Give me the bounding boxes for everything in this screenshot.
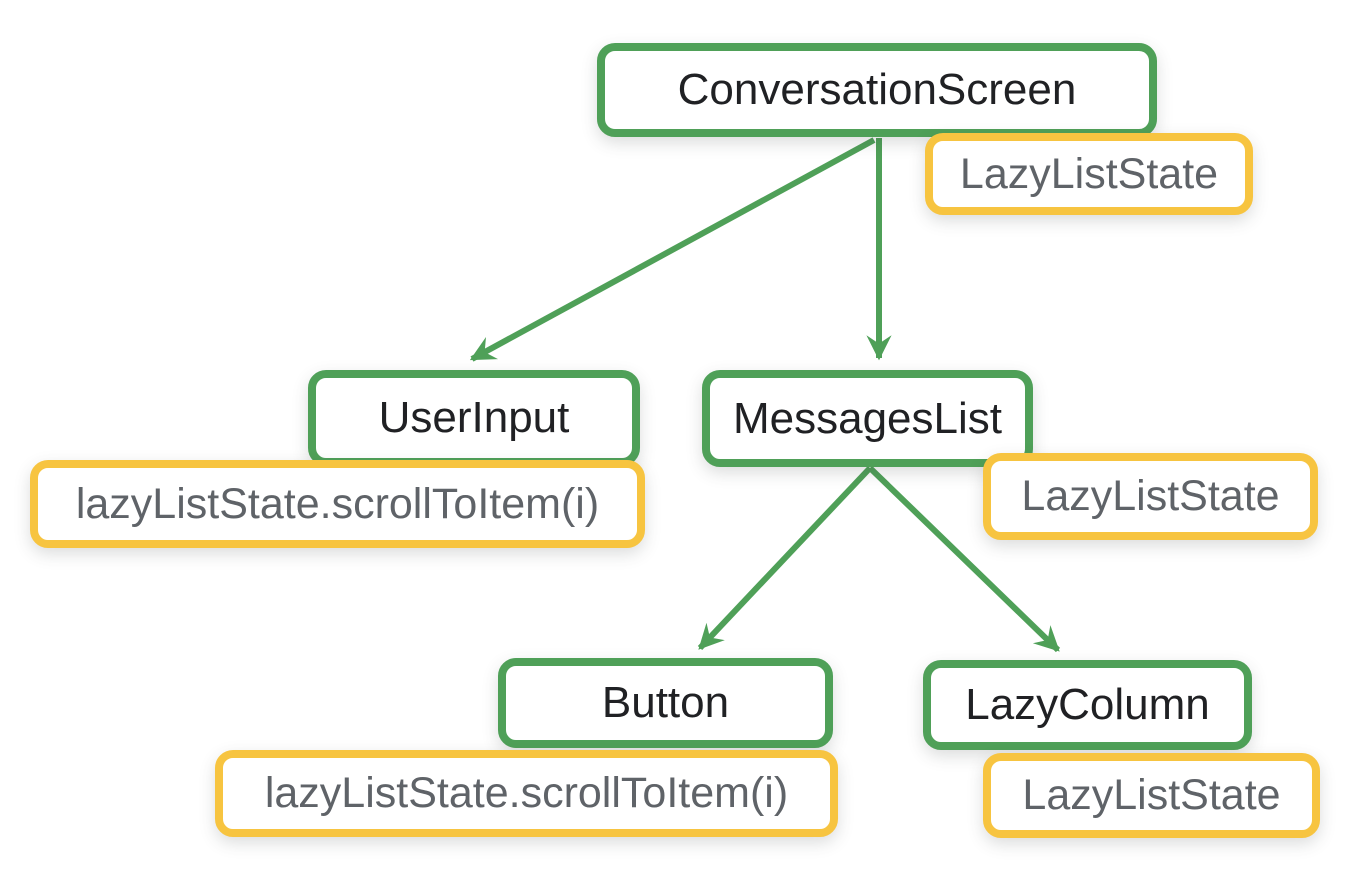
node-lazy-column-label: LazyColumn [965, 680, 1210, 729]
node-hoisted-call-button-label: lazyListState.scrollToItem(i) [264, 769, 789, 817]
node-messages-list-label: MessagesList [732, 393, 1002, 443]
node-state-conversation-screen-label: LazyListState [959, 149, 1219, 198]
node-state-lazy-column-label: LazyListState [1022, 771, 1281, 819]
node-hoisted-call-user-input: lazyListState.scrollToItem(i) [30, 460, 645, 548]
node-lazy-column: LazyColumn [923, 660, 1252, 750]
node-messages-list: MessagesList [702, 370, 1033, 467]
node-state-lazy-column: LazyListState [983, 753, 1320, 838]
node-button-label: Button [601, 678, 730, 727]
edge-messageslist-button [697, 465, 873, 651]
edge-conversationscreen-userinput [469, 137, 876, 362]
node-state-conversation-screen: LazyListState [925, 133, 1253, 215]
node-button: Button [498, 658, 833, 748]
node-hoisted-call-user-input-label: lazyListState.scrollToItem(i) [75, 479, 600, 528]
node-user-input-label: UserInput [378, 393, 570, 442]
edge-messageslist-lazycolumn [867, 465, 1061, 653]
node-state-messages-list: LazyListState [983, 453, 1318, 540]
node-hoisted-call-button: lazyListState.scrollToItem(i) [215, 750, 838, 837]
node-state-messages-list-label: LazyListState [1021, 472, 1280, 520]
node-user-input: UserInput [308, 370, 640, 466]
node-conversation-screen: ConversationScreen [597, 43, 1157, 137]
node-conversation-screen-label: ConversationScreen [677, 65, 1077, 114]
